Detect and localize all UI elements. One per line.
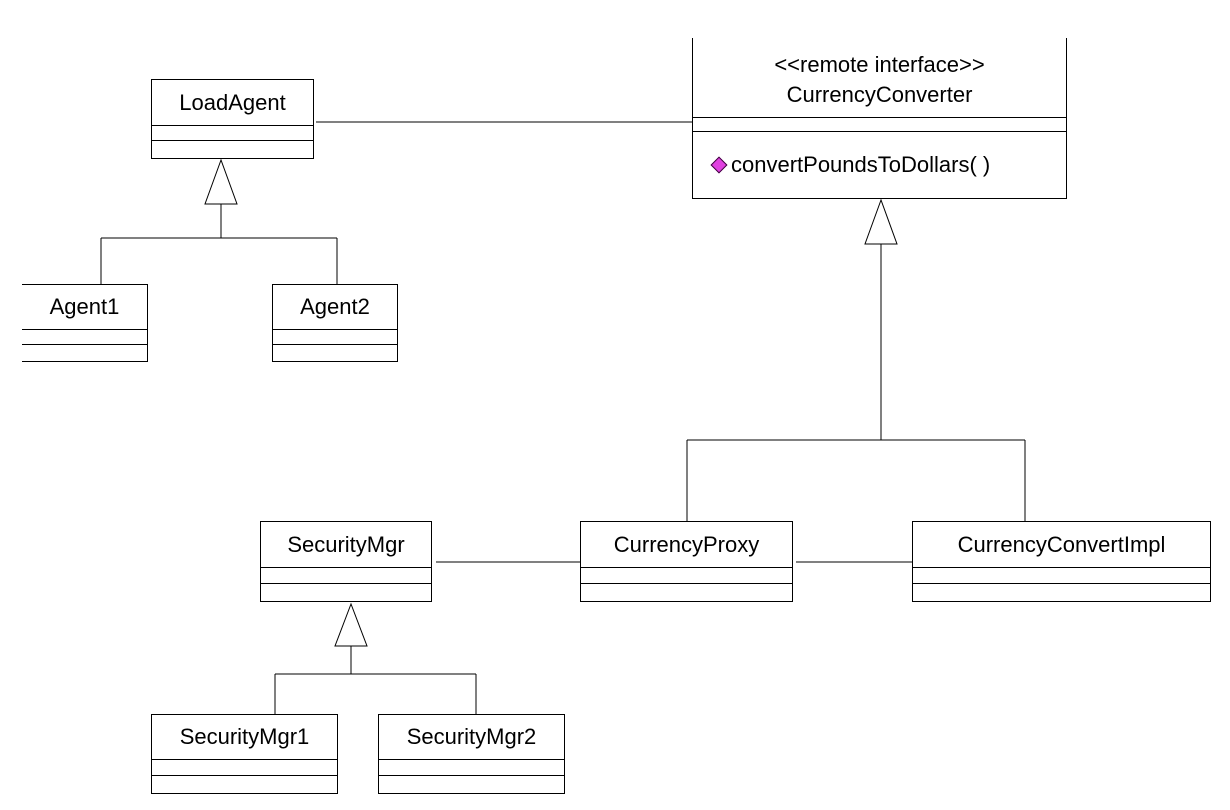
class-currencyconvertimpl[interactable]: CurrencyConvertImpl (912, 521, 1211, 602)
class-operations: convertPoundsToDollars( ) (693, 132, 1066, 197)
generalization-agents-to-loadagent (100, 158, 338, 286)
class-operations (581, 584, 792, 601)
class-currencyproxy[interactable]: CurrencyProxy (580, 521, 793, 602)
class-attributes (379, 760, 564, 776)
class-header: <<remote interface>> CurrencyConverter (693, 38, 1066, 118)
class-loadagent[interactable]: LoadAgent (151, 79, 314, 159)
class-securitymgr2[interactable]: SecurityMgr2 (378, 714, 565, 794)
class-attributes (261, 568, 431, 584)
class-name: SecurityMgr2 (379, 715, 564, 760)
class-name: CurrencyConverter (786, 81, 973, 107)
class-name: SecurityMgr (261, 522, 431, 568)
class-attributes (22, 330, 147, 345)
class-agent1[interactable]: Agent1 (22, 284, 148, 362)
class-operations (22, 345, 147, 361)
class-operations (152, 776, 337, 793)
class-name: CurrencyProxy (581, 522, 792, 568)
class-name: LoadAgent (152, 80, 313, 126)
operation-convertpoundstodollars[interactable]: convertPoundsToDollars( ) (731, 151, 991, 177)
class-name: Agent2 (273, 285, 397, 330)
class-name: SecurityMgr1 (152, 715, 337, 760)
class-stereotype: <<remote interface>> (774, 51, 985, 77)
class-securitymgr1[interactable]: SecurityMgr1 (151, 714, 338, 794)
public-operation-icon (710, 156, 728, 173)
class-currencyconverter[interactable]: <<remote interface>> CurrencyConverter c… (692, 38, 1067, 199)
class-operations (273, 345, 397, 361)
class-attributes (152, 760, 337, 776)
class-attributes (273, 330, 397, 345)
class-securitymgr[interactable]: SecurityMgr (260, 521, 432, 602)
class-attributes (693, 118, 1066, 132)
class-name: Agent1 (22, 285, 147, 330)
class-operations (261, 584, 431, 601)
class-attributes (913, 568, 1210, 584)
class-name: CurrencyConvertImpl (913, 522, 1210, 568)
class-operations (152, 141, 313, 158)
class-operations (913, 584, 1210, 601)
class-attributes (152, 126, 313, 141)
class-operations (379, 776, 564, 793)
class-attributes (581, 568, 792, 584)
generalization-securitymgrs-to-securitymgr (274, 602, 477, 714)
class-agent2[interactable]: Agent2 (272, 284, 398, 362)
generalization-implementations-to-currencyconverter (686, 198, 1026, 521)
